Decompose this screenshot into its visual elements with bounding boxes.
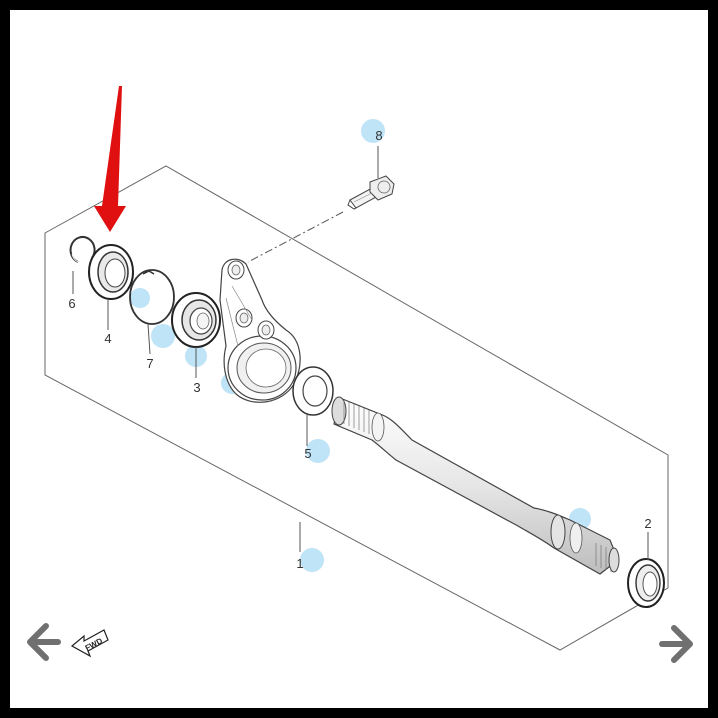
part-label-7: 7 — [146, 356, 153, 371]
exploded-parts-diagram: 1 2 3 4 5 6 7 8 FWD — [44, 86, 669, 658]
part-label-3: 3 — [193, 380, 200, 395]
bearing-part-3[interactable] — [171, 292, 221, 378]
red-indicator-arrow — [94, 86, 126, 232]
drive-shaft-part-1[interactable] — [299, 396, 620, 575]
axis-line-bolt — [247, 211, 344, 263]
highlight-dot-5 — [306, 439, 330, 463]
chevron-right-icon — [659, 625, 693, 663]
assembly-outline — [44, 165, 669, 651]
next-image-button[interactable] — [656, 620, 704, 668]
fwd-direction-indicator: FWD — [70, 629, 109, 658]
part-label-1: 1 — [296, 556, 303, 571]
dust-seal-part-2[interactable] — [627, 532, 665, 608]
part-label-5: 5 — [304, 446, 311, 461]
part-label-4: 4 — [104, 331, 111, 346]
bolt-part-8[interactable] — [347, 146, 395, 210]
highlight-dot-7b — [130, 288, 150, 308]
bearing-housing-arm[interactable] — [219, 258, 301, 403]
circlip-part-6[interactable] — [69, 235, 96, 294]
highlight-dot-1 — [300, 548, 324, 572]
oil-seal-part-4[interactable] — [88, 244, 134, 330]
chevron-left-icon — [27, 623, 61, 661]
previous-image-button[interactable] — [16, 618, 64, 666]
part-label-2: 2 — [644, 516, 651, 531]
washer-part-5[interactable] — [292, 366, 334, 446]
circlip-part-7[interactable] — [129, 269, 175, 355]
highlight-dot-8 — [361, 119, 385, 143]
part-label-6: 6 — [68, 296, 75, 311]
part-label-8: 8 — [375, 128, 382, 143]
highlight-dot-7 — [151, 324, 175, 348]
viewer-frame: 1 2 3 4 5 6 7 8 FWD — [10, 10, 708, 708]
part-labels: 1 2 3 4 5 6 7 8 — [68, 128, 651, 571]
